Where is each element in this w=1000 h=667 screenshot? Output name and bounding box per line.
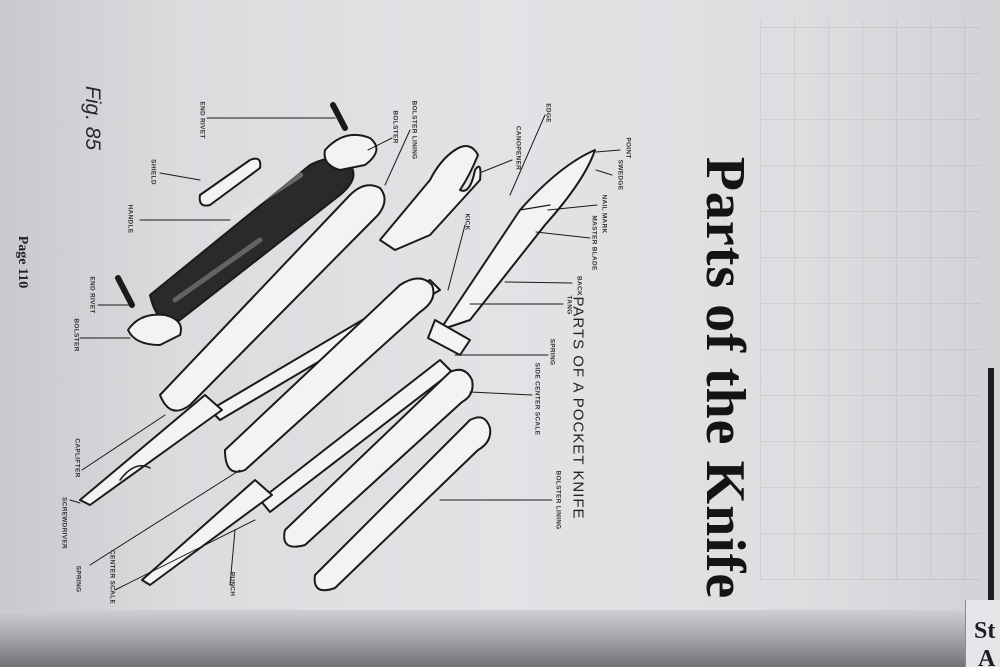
bleed-through-table: [760, 20, 980, 580]
next-page-text-2: A: [978, 646, 996, 667]
diagram-heading: PARTS OF A POCKET KNIFE: [569, 296, 587, 520]
label-punch: PUNCH: [228, 571, 236, 597]
label-spring-bottom: SPRING: [74, 565, 82, 593]
label-master-blade: MASTER BLADE: [590, 215, 598, 271]
label-bolster-lining-right: BOLSTER LINING: [554, 470, 562, 530]
bolster-lining-right-shape: [283, 368, 474, 548]
punch-blade-shape: [141, 479, 273, 586]
master-blade-shape: [439, 149, 596, 331]
end-rivet-bottom-shape: [115, 275, 135, 308]
label-side-center-scale: SIDE CENTER SCALE: [533, 362, 541, 436]
label-end-rivet-bottom: END RIVET: [88, 276, 96, 314]
label-back: BACK: [575, 276, 583, 296]
label-bolster-lining-top: BOLSTER LINING: [410, 100, 418, 160]
bolster-top-shape: [323, 134, 378, 171]
label-nail-mark: NAIL MARK: [600, 194, 608, 234]
label-end-rivet-top: END RIVET: [198, 101, 206, 139]
next-page-text-1: St: [974, 618, 996, 644]
label-can-opener: CANOPENER: [514, 125, 522, 171]
label-bolster-top: BOLSTER: [391, 110, 399, 144]
bolster-bottom-shape: [127, 313, 182, 346]
bolster-lining-top-shape: [159, 184, 386, 412]
shield-shape: [198, 157, 262, 207]
next-page-edge: St A: [965, 600, 1000, 667]
page-title: Parts of the Knife: [694, 156, 756, 600]
label-caplifter: CAPLIFTER: [73, 438, 81, 478]
label-handle: HANDLE: [126, 204, 134, 234]
caplifter-shape: [79, 394, 223, 506]
label-swedge: SWEDGE: [616, 159, 624, 191]
label-bolster-bottom: BOLSTER: [72, 318, 80, 352]
end-rivet-top-shape: [330, 102, 348, 131]
side-center-scale-shape: [224, 277, 435, 473]
far-lining-shape: [313, 416, 492, 592]
label-kick: KICK: [463, 213, 471, 231]
page-number: Page 110: [15, 235, 30, 289]
title-rule: [988, 368, 994, 606]
label-edge: EDGE: [544, 103, 552, 123]
label-point: POINT: [624, 137, 632, 159]
label-center-scale: CENTER SCALE: [108, 549, 116, 605]
label-shield: SHIELD: [149, 159, 157, 185]
label-spring: SPRING: [548, 338, 556, 366]
can-opener-shape: [379, 145, 482, 251]
label-tang: TANG: [565, 295, 573, 315]
figure-label: Fig. 85: [81, 85, 104, 151]
label-screwdriver: SCREWDRIVER: [60, 496, 68, 550]
page-fold-shadow: [0, 610, 1000, 667]
